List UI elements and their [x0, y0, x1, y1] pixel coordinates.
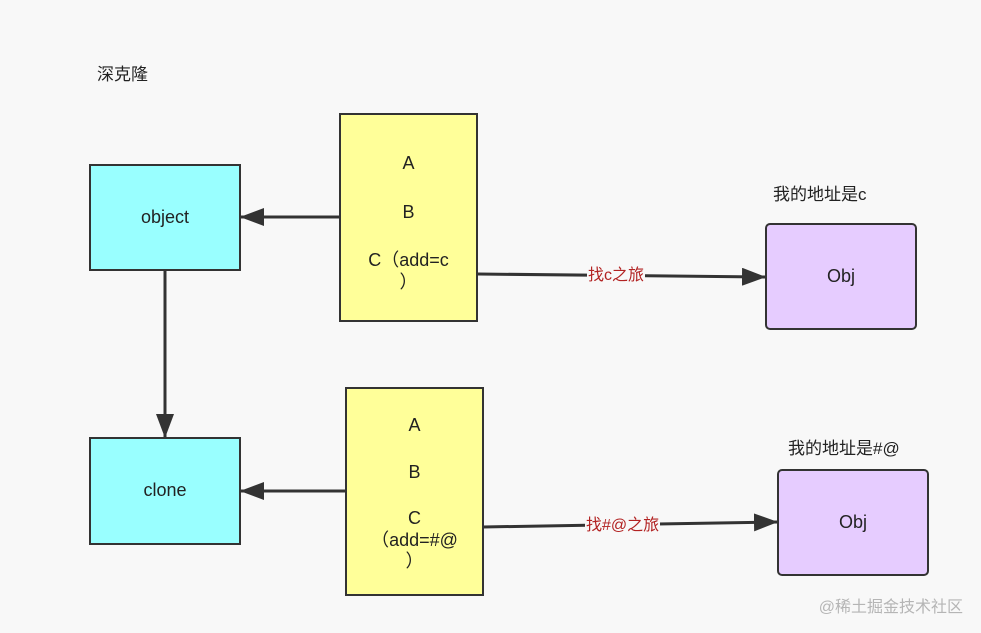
object-label: object	[140, 206, 190, 227]
obj-top-label: Obj	[826, 265, 855, 286]
clone-node: clone	[89, 437, 241, 545]
obj-bottom-label: Obj	[838, 511, 867, 532]
object-node: object	[89, 164, 241, 271]
address-note-top: 我的地址是c	[773, 185, 867, 204]
prop-c: C（add=c	[368, 250, 449, 271]
prop-a: A	[402, 153, 415, 173]
obj-bottom-node: Obj	[777, 469, 929, 576]
prop-c-value: （add=#@	[371, 529, 458, 550]
prop-a: A	[408, 415, 421, 435]
prop-c-close: ）	[405, 551, 424, 572]
prop-c-close: ）	[399, 271, 418, 292]
prop-c: C	[408, 508, 421, 529]
diagram-title: 深克隆	[97, 65, 148, 84]
watermark: @稀土掘金技术社区	[818, 599, 963, 616]
edge-label-bottom: 找#@之旅	[585, 517, 661, 535]
edge-label-top: 找c之旅	[587, 267, 646, 285]
prop-b: B	[408, 461, 421, 482]
props-top-node: A B C（add=c ）	[339, 113, 478, 322]
address-note-bottom: 我的地址是#@	[788, 439, 900, 458]
prop-b: B	[402, 201, 415, 222]
obj-top-node: Obj	[765, 223, 917, 330]
clone-label: clone	[143, 480, 187, 501]
props-bottom-node: A B C （add=#@ ）	[345, 387, 484, 596]
